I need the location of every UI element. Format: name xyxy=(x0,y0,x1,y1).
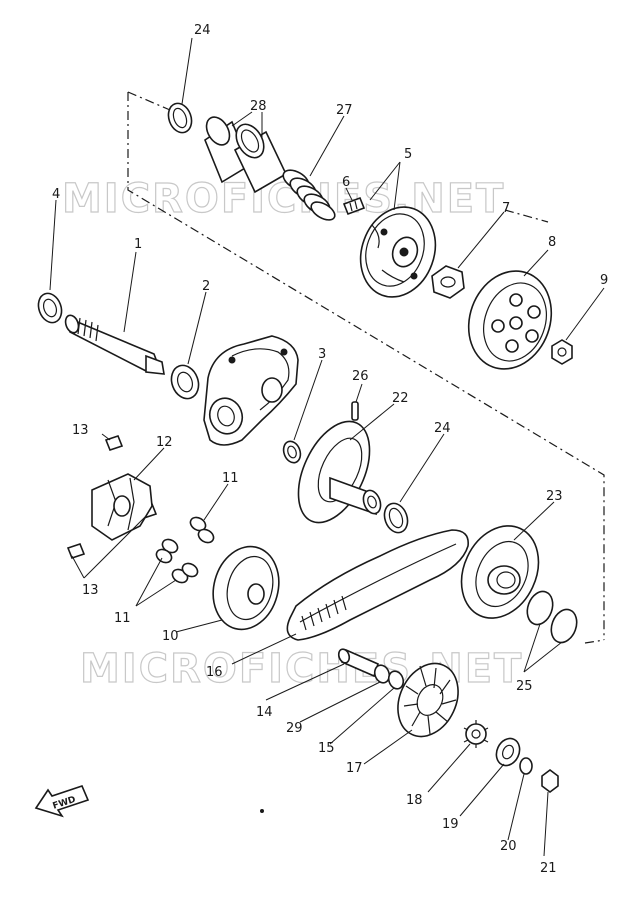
nut-part xyxy=(541,769,559,793)
weight-roller-part xyxy=(155,516,215,584)
callout-6: 6 xyxy=(342,175,350,190)
watermark: MICROFICHES.NET xyxy=(62,176,505,222)
v-belt-part xyxy=(286,529,469,641)
stray-mark xyxy=(260,809,264,813)
callout-27: 27 xyxy=(336,103,353,118)
callout-3: 3 xyxy=(318,347,326,362)
nut-washer-part xyxy=(495,737,521,767)
flange-nut-part xyxy=(551,339,573,365)
primary-sheave-part xyxy=(212,545,280,631)
clutch-housing-part xyxy=(467,270,553,370)
callout-7: 7 xyxy=(502,201,510,216)
assembly-boundary-line xyxy=(504,209,549,223)
o-ring-part xyxy=(550,608,578,644)
callout-19: 19 xyxy=(442,817,459,832)
assembly-boundary-line xyxy=(584,639,605,644)
collar-part xyxy=(337,648,379,678)
gear-part xyxy=(463,720,489,748)
washer-part xyxy=(282,440,302,464)
callout-1: 1 xyxy=(134,237,142,252)
callout-14: 14 xyxy=(256,705,273,720)
forward-arrow-icon: FWD xyxy=(34,785,90,818)
callout-8: 8 xyxy=(548,235,556,250)
transmission-case-part xyxy=(203,335,299,446)
callout-11: 11 xyxy=(114,611,131,626)
callout-13: 13 xyxy=(72,423,89,438)
callout-24: 24 xyxy=(194,23,211,38)
callout-16: 16 xyxy=(206,665,223,680)
hex-nut-part xyxy=(440,276,456,288)
callout-17: 17 xyxy=(346,761,363,776)
callout-26: 26 xyxy=(352,369,369,384)
leader-lines xyxy=(49,37,605,857)
callout-23: 23 xyxy=(546,489,563,504)
callout-9: 9 xyxy=(600,273,608,288)
callout-4: 4 xyxy=(52,187,60,202)
fan-part xyxy=(397,662,459,738)
callout-18: 18 xyxy=(406,793,423,808)
callout-29: 29 xyxy=(286,721,303,736)
o-ring-part xyxy=(383,502,409,534)
callout-11: 11 xyxy=(222,471,239,486)
callout-24: 24 xyxy=(434,421,451,436)
pin-part xyxy=(342,196,366,216)
callout-21: 21 xyxy=(540,861,557,876)
callout-25: 25 xyxy=(516,679,533,694)
slider-piece-part xyxy=(104,435,124,451)
callout-15: 15 xyxy=(318,741,335,756)
o-ring-part xyxy=(526,590,554,626)
bearing-part xyxy=(170,364,200,400)
assembly-boundary-line xyxy=(127,92,605,640)
cam-part xyxy=(91,473,153,541)
callout-28: 28 xyxy=(250,99,267,114)
washer-part xyxy=(519,757,533,775)
washer-part xyxy=(387,670,405,690)
bearing-part xyxy=(37,292,63,324)
callout-5: 5 xyxy=(404,147,412,162)
callout-20: 20 xyxy=(500,839,517,854)
flange-nut-part xyxy=(557,347,567,357)
assembly-boundary-line xyxy=(127,91,171,111)
collar-part xyxy=(204,116,288,194)
guide-pin-part xyxy=(351,401,359,421)
clutch-carrier-part xyxy=(359,206,437,298)
callout-13: 13 xyxy=(82,583,99,598)
hex-nut-part xyxy=(431,265,465,299)
callout-12: 12 xyxy=(156,435,173,450)
callout-10: 10 xyxy=(162,629,179,644)
secondary-sheave-part xyxy=(460,525,540,619)
compression-spring-part xyxy=(282,169,336,221)
slider-piece-part xyxy=(66,543,86,559)
callout-2: 2 xyxy=(202,279,210,294)
sliding-sheave-part xyxy=(297,420,382,524)
callout-22: 22 xyxy=(392,391,409,406)
o-ring-part xyxy=(167,102,193,134)
primary-shaft-part xyxy=(64,314,165,375)
washer-part xyxy=(373,664,391,684)
